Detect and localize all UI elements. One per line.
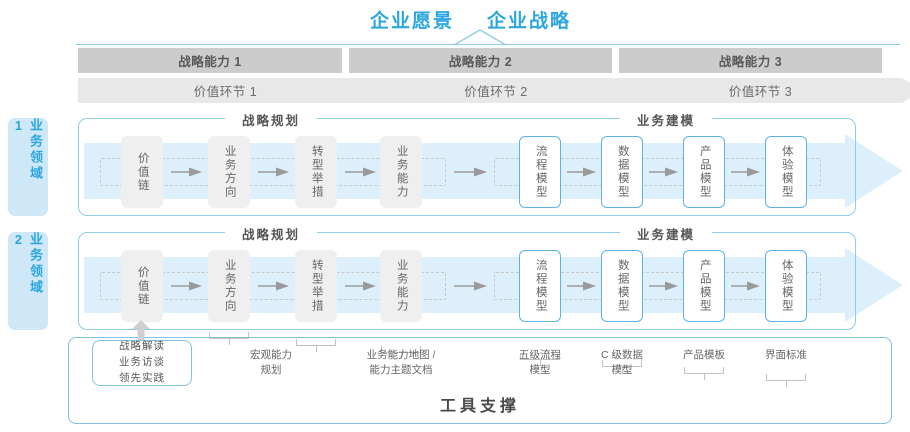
bracket-1 — [209, 332, 249, 345]
row2-node-2[interactable]: 业务方向 — [208, 250, 250, 322]
row2-node-8[interactable]: 体验模型 — [765, 250, 807, 322]
tool-input-box-label: 战略解读 业务访谈 领先实践 — [119, 340, 165, 384]
row1-section2-mask — [620, 112, 712, 124]
row2-section-title-1: 战略规划 — [241, 228, 300, 242]
row2-node-5[interactable]: 流程模型 — [519, 250, 561, 322]
row2-node-1[interactable]: 价值链 — [121, 250, 163, 322]
header-divider — [76, 44, 900, 45]
value-stage-chevron-2: 价值环节 2 — [349, 78, 664, 103]
row2-group-2 — [494, 272, 821, 300]
sidebar-domain-2: 业务领域 2 — [8, 232, 48, 330]
row1-group-1 — [100, 158, 446, 186]
bracket-2 — [296, 339, 336, 352]
row1-arrow-5 — [567, 167, 597, 177]
caret-up-icon — [452, 28, 508, 51]
sidebar-domain-1: 业务领域 1 — [8, 118, 48, 216]
tool-support-title: 工具支撑 — [439, 398, 520, 415]
sidebar-domain-2-label: 业务领域 2 — [11, 232, 43, 296]
row1-node-1[interactable]: 价值链 — [121, 136, 163, 208]
sidebar-domain-1-label: 业务领域 1 — [11, 118, 43, 182]
row1-node-2[interactable]: 业务方向 — [208, 136, 250, 208]
bracket-7 — [766, 374, 806, 387]
row2-node-3[interactable]: 转型举措 — [295, 250, 337, 322]
row1-node-3[interactable]: 转型举措 — [295, 136, 337, 208]
tool-label-1: 宏观能力 规划 — [250, 349, 292, 377]
row1-node-6[interactable]: 数据模型 — [601, 136, 643, 208]
row1-arrow-4 — [454, 167, 488, 177]
tool-label-5: 产品模板 — [683, 349, 725, 361]
row1-arrow-3 — [345, 167, 377, 177]
row2-section2-mask — [620, 226, 712, 238]
bracket-6 — [684, 367, 724, 380]
row1-section1-mask — [225, 112, 317, 124]
row1-flow-arrow-head — [845, 134, 903, 208]
tool-input-uparrow-icon — [131, 320, 151, 347]
capability-bar-2-label: 战略能力 2 — [448, 55, 513, 69]
tool-label-6: 界面标准 — [765, 349, 807, 361]
value-stage-chevron-3: 价值环节 3 — [619, 78, 910, 103]
capability-bar-3: 战略能力 3 — [619, 48, 882, 73]
tool-label-4: C 级数据 模型 — [601, 349, 643, 377]
row1-node-7[interactable]: 产品模型 — [683, 136, 725, 208]
row2-node-6[interactable]: 数据模型 — [601, 250, 643, 322]
row2-container — [78, 232, 856, 330]
page-title-strategy: 企业战略 — [487, 11, 572, 32]
row1-group-2 — [494, 158, 821, 186]
row2-arrow-4 — [454, 281, 488, 291]
row2-arrow-2 — [258, 281, 290, 291]
row1-section-title-2: 业务建模 — [636, 114, 695, 128]
row2-node-4[interactable]: 业务能力 — [380, 250, 422, 322]
row2-section-title-2: 业务建模 — [636, 228, 695, 242]
tool-label-2: 业务能力地图 / 能力主题文档 — [366, 349, 436, 377]
capability-bar-1: 战略能力 1 — [78, 48, 342, 73]
tool-label-3: 五级流程 模型 — [519, 349, 561, 377]
value-stage-3-label: 价值环节 3 — [728, 85, 793, 99]
row2-arrow-3 — [345, 281, 377, 291]
row1-node-4[interactable]: 业务能力 — [380, 136, 422, 208]
row1-arrow-2 — [258, 167, 290, 177]
value-stage-1-label: 价值环节 1 — [193, 85, 258, 99]
row2-arrow-5 — [567, 281, 597, 291]
capability-bar-3-label: 战略能力 3 — [718, 55, 783, 69]
row2-arrow-7 — [731, 281, 761, 291]
capability-bar-2: 战略能力 2 — [349, 48, 612, 73]
page-title-vision: 企业愿景 — [370, 11, 455, 32]
value-stage-chevron-1: 价值环节 1 — [78, 78, 394, 103]
tool-support-container — [68, 337, 892, 424]
tool-input-box[interactable]: 战略解读 业务访谈 领先实践 — [92, 340, 192, 386]
row2-node-7[interactable]: 产品模型 — [683, 250, 725, 322]
row2-flow-arrow-head — [845, 248, 903, 322]
row2-group-1 — [100, 272, 446, 300]
value-stage-2-label: 价值环节 2 — [464, 85, 528, 99]
row1-section-title-1: 战略规划 — [241, 114, 300, 128]
capability-bar-1-label: 战略能力 1 — [178, 55, 242, 69]
row1-node-5[interactable]: 流程模型 — [519, 136, 561, 208]
row2-arrow-6 — [649, 281, 679, 291]
row1-node-8[interactable]: 体验模型 — [765, 136, 807, 208]
row1-arrow-1 — [171, 167, 203, 177]
row1-arrow-7 — [731, 167, 761, 177]
row1-container — [78, 118, 856, 216]
row1-arrow-6 — [649, 167, 679, 177]
row2-section1-mask — [225, 226, 317, 238]
row2-arrow-1 — [171, 281, 203, 291]
bracket-3 — [381, 346, 421, 359]
bracket-4 — [520, 353, 560, 366]
bracket-5 — [602, 360, 642, 373]
